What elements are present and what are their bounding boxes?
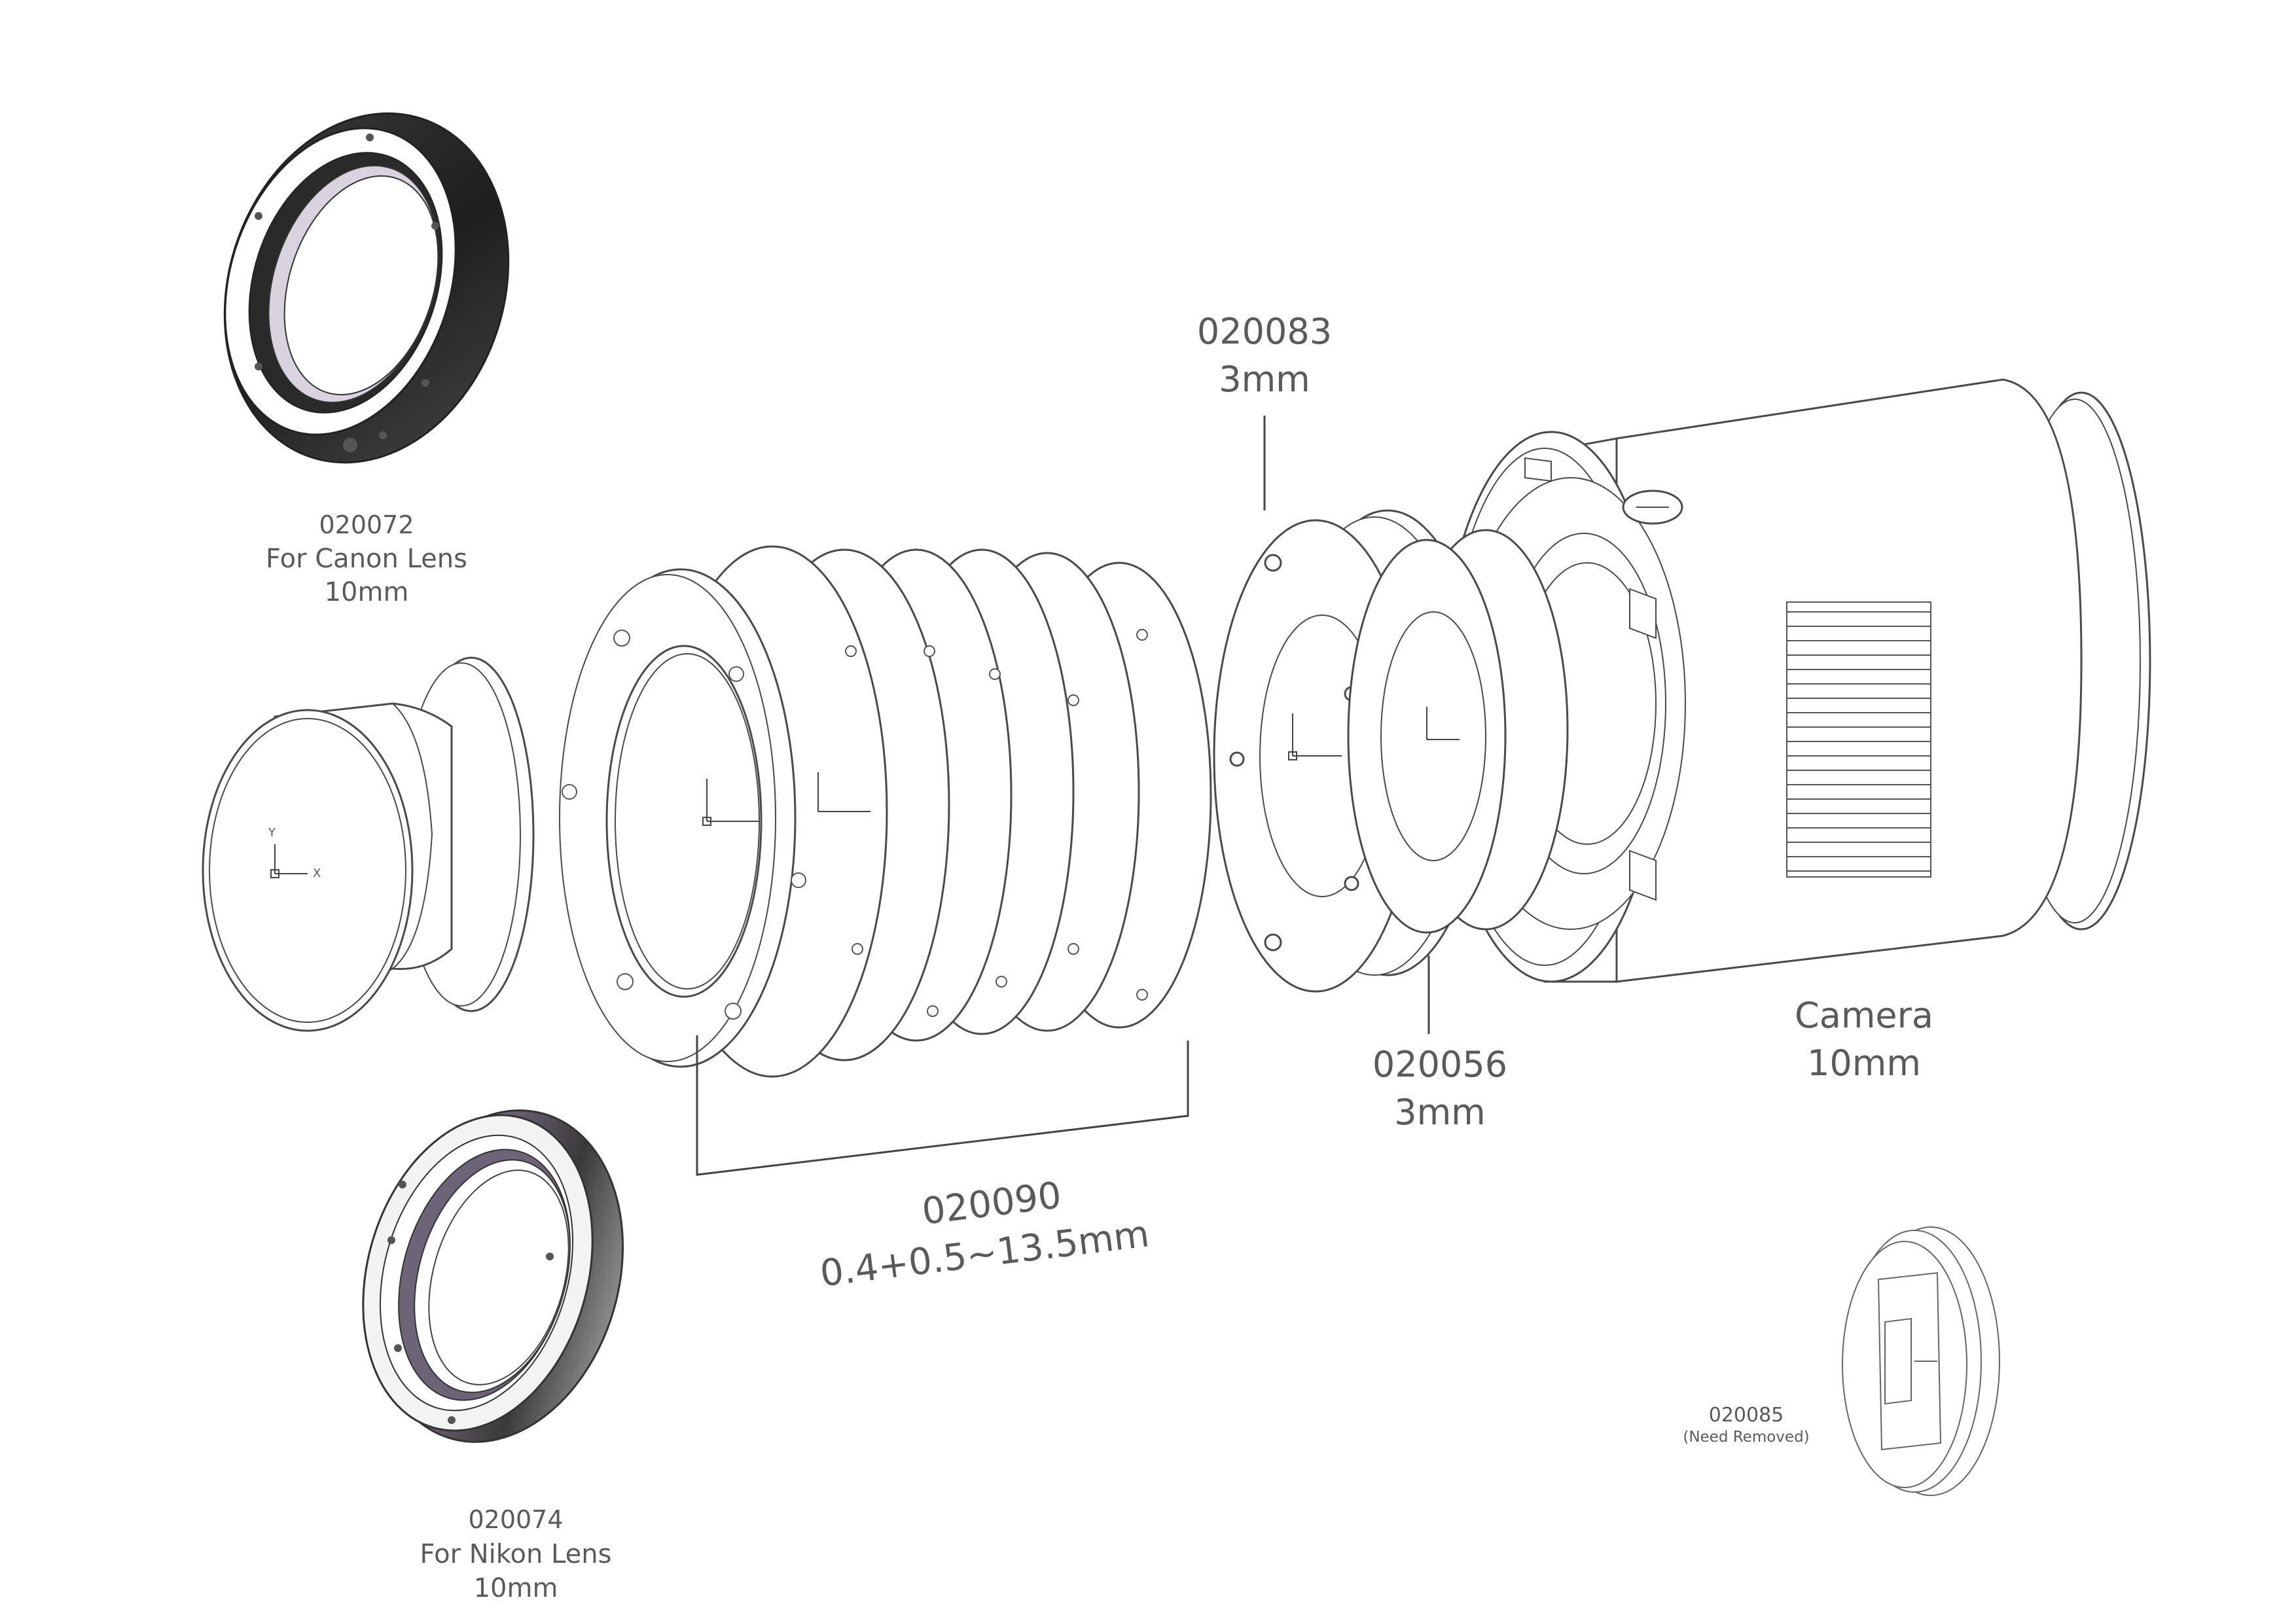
axis-x-label: X [313,866,321,880]
top-ring-size: 3mm [1219,359,1310,400]
small-part-label: 020085 (Need Removed) [1683,1404,1809,1446]
nikon-description: For Nikon Lens [420,1539,612,1569]
camera-title: Camera [1795,995,1933,1036]
small-part-020085 [1842,1226,2000,1496]
spacer-axis-markers [702,772,870,826]
axis-y-label: Y [268,826,276,840]
ring-020083-axis [1288,713,1342,760]
nikon-part-number: 020074 [468,1505,563,1534]
spacers-label: 020090 0.4+0.5~13.5mm [817,1174,1151,1295]
camera-size: 10mm [1807,1043,1921,1084]
top-ring-label: 020083 3mm [1197,311,1332,400]
nikon-adapter-ring [362,1109,624,1443]
canon-size: 10mm [325,577,409,607]
canon-description: For Canon Lens [266,544,467,574]
mid-ring-size: 3mm [1394,1092,1486,1133]
nikon-label: 020074 For Nikon Lens 10mm [420,1505,612,1603]
leader-lines [696,416,1430,1176]
spacer-ring-holes [562,629,1148,1020]
top-ring-part-number: 020083 [1197,311,1332,352]
spacers-part-number: 020090 [920,1174,1064,1234]
mid-ring-part-number: 020056 [1372,1044,1507,1085]
ring-020056-axis [1426,707,1460,740]
nikon-size: 10mm [474,1573,558,1603]
canon-label: 020072 For Canon Lens 10mm [266,510,467,607]
canon-part-number: 020072 [319,510,414,539]
camera-label: Camera 10mm [1795,995,1933,1084]
lens-adapter-tube [202,656,535,1032]
small-part-number: 020085 [1709,1404,1784,1427]
small-part-note: (Need Removed) [1683,1429,1809,1446]
axis-marker [270,844,308,878]
ring-020056 [1347,529,1569,934]
canon-adapter-ring [223,112,510,464]
mid-ring-label: 020056 3mm [1372,1044,1507,1133]
spacer-ring-stack [559,545,1212,1078]
